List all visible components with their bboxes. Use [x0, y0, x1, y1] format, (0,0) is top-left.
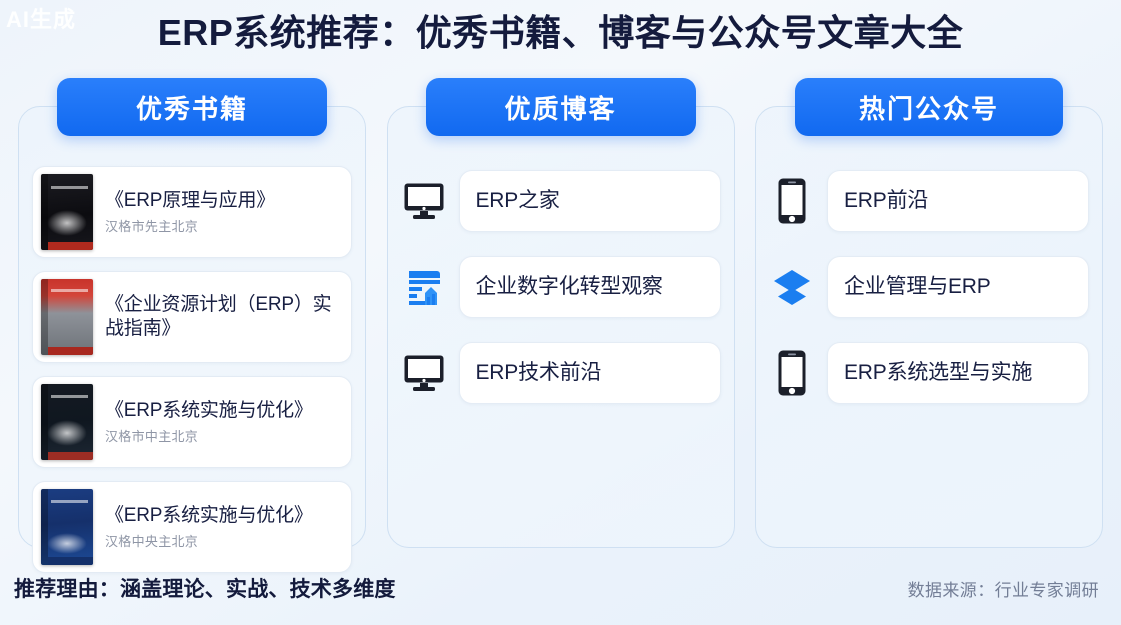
column-accounts-header: 热门公众号: [795, 78, 1063, 136]
column-blogs-list: ERP之家 企业数字化转型: [387, 136, 735, 442]
list-item[interactable]: ERP系统选型与实施: [769, 342, 1089, 404]
book-subtitle: 汉格市中主北京: [105, 429, 199, 445]
column-books-list: 《ERP原理与应用》 汉格市先主北京 《企业资源计划（ERP）实战指南》: [18, 136, 366, 600]
list-item[interactable]: ERP之家: [401, 170, 721, 232]
list-item[interactable]: ERP前沿: [769, 170, 1089, 232]
monitor-icon: [401, 350, 447, 396]
monitor-icon: [401, 178, 447, 224]
book-text: 《ERP系统实施与优化》 汉格中央主北京: [105, 504, 313, 551]
column-books: 优秀书籍 《ERP原理与应用》 汉格市先主北京 《企业资源计划（ERP: [18, 78, 366, 573]
book-title: 《ERP系统实施与优化》: [105, 399, 313, 421]
bar-chart-report-icon: [401, 264, 447, 310]
book-title: 《ERP原理与应用》: [105, 189, 276, 211]
layers-diamond-icon: [769, 264, 815, 310]
column-accounts-list: ERP前沿 企业管理与ERP: [755, 136, 1103, 442]
list-item[interactable]: 《ERP原理与应用》 汉格市先主北京: [32, 166, 352, 258]
list-item[interactable]: 企业数字化转型观察: [401, 256, 721, 318]
book-subtitle: 汉格市先主北京: [105, 219, 199, 235]
data-source: 数据来源：行业专家调研: [907, 581, 1099, 600]
column-blogs: 优质博客 ERP之家: [386, 78, 735, 548]
list-item[interactable]: 《企业资源计划（ERP）实战指南》: [32, 271, 352, 363]
blog-label: 企业数字化转型观察: [475, 275, 663, 299]
list-item[interactable]: 《ERP系统实施与优化》 汉格中央主北京: [32, 481, 352, 573]
recommendation-reason: 推荐理由：涵盖理论、实战、技术多维度: [14, 578, 396, 601]
account-label: 企业管理与ERP: [844, 275, 991, 299]
column-accounts: 热门公众号 ERP前沿: [755, 78, 1103, 548]
account-label: ERP系统选型与实施: [844, 361, 1033, 385]
page-title: ERP系统推荐：优秀书籍、博客与公众号文章大全: [157, 12, 964, 53]
book-title: 《企业资源计划（ERP）实战指南》: [105, 294, 332, 339]
column-blogs-header: 优质博客: [425, 78, 696, 136]
smartphone-icon: [769, 178, 815, 224]
book-cover-navy-dark-icon: [41, 384, 93, 460]
blog-label: ERP技术前沿: [475, 361, 602, 385]
list-item[interactable]: 《ERP系统实施与优化》 汉格市中主北京: [32, 376, 352, 468]
book-cover-red-icon: [41, 279, 93, 355]
book-text: 《ERP原理与应用》 汉格市先主北京: [105, 189, 275, 236]
account-label: ERP前沿: [844, 189, 929, 213]
book-cover-dark-icon: [41, 174, 93, 250]
account-card[interactable]: ERP系统选型与实施: [827, 342, 1089, 404]
blog-card[interactable]: 企业数字化转型观察: [458, 256, 721, 318]
account-card[interactable]: ERP前沿: [827, 170, 1089, 232]
account-card[interactable]: 企业管理与ERP: [827, 256, 1089, 318]
smartphone-icon: [769, 350, 815, 396]
blog-card[interactable]: ERP之家: [458, 170, 721, 232]
book-text: 《企业资源计划（ERP）实战指南》: [105, 293, 341, 340]
book-title: 《ERP系统实施与优化》: [105, 504, 313, 526]
list-item[interactable]: ERP技术前沿: [401, 342, 721, 404]
list-item[interactable]: 企业管理与ERP: [769, 256, 1089, 318]
blog-card[interactable]: ERP技术前沿: [458, 342, 721, 404]
blog-label: ERP之家: [475, 189, 560, 213]
book-subtitle: 汉格中央主北京: [105, 534, 199, 550]
book-text: 《ERP系统实施与优化》 汉格市中主北京: [105, 399, 313, 446]
columns-container: 优秀书籍 《ERP原理与应用》 汉格市先主北京 《企业资源计划（ERP: [0, 78, 1121, 573]
column-books-header: 优秀书籍: [57, 78, 327, 136]
book-cover-blue-icon: [41, 489, 93, 565]
ai-generated-watermark: AI生成: [6, 7, 77, 32]
